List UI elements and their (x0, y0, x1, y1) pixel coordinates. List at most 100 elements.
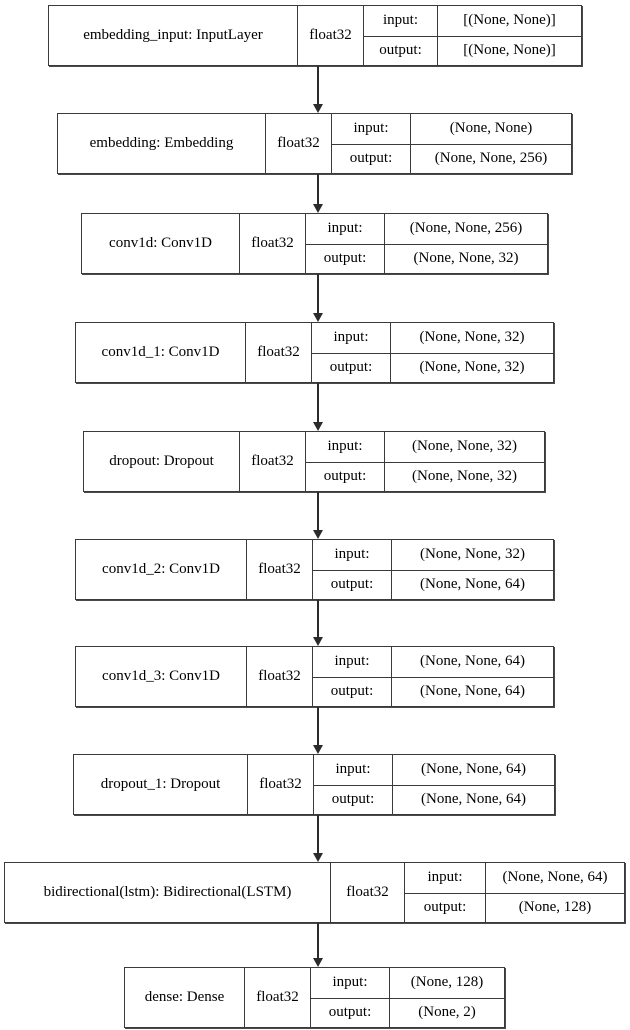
layer-output-row-conv1d_1: output:(None, None, 32) (312, 352, 553, 382)
layer-input-label-conv1d_3: input: (334, 653, 370, 670)
layer-input-row-dropout_1: input: (None, None, 64) (314, 755, 554, 785)
layer-dtype-conv1d_2: float32 (246, 540, 312, 599)
layer-input-shape-dropout_1: (None, None, 64) (392, 755, 554, 785)
layer-output-shape-dropout_1: (None, None, 64) (392, 785, 554, 814)
layer-input-row-conv1d_1: input: (None, None, 32) (312, 323, 553, 353)
arrow-head-icon (313, 853, 323, 862)
edge-line-icon (317, 383, 319, 423)
layer-output-label-dropout_1: output: (331, 791, 375, 808)
layer-input-row-embedding: input: (None, None) (332, 114, 571, 144)
layer-output-row-embedding_input: output: [(None, None)] (364, 35, 581, 65)
edge-conv1d-to-conv1d_1 (313, 274, 323, 322)
layer-dtype-dense: float32 (244, 968, 310, 1027)
layer-io-block-dropout_1: input: (None, None, 64) output: (None, None… (313, 755, 554, 814)
layer-output-shape-conv1d_3: (None, None, 64) (391, 677, 553, 706)
layer-io-block-dropout: input:(None, None, 32) output: (None, None… (305, 432, 544, 491)
arrow-head-icon (313, 958, 323, 967)
layer-output-label-bidirectional_lstm: output: (423, 899, 467, 916)
layer-input-shape-conv1d_1: (None, None, 32) (390, 323, 553, 353)
layer-output-row-dense: output: (None, 2) (311, 997, 504, 1027)
layer-output-label-embedding_input: output: (379, 42, 422, 59)
layer-io-block-conv1d_3: input: (None, None, 64) output: (None, None… (312, 647, 553, 706)
layer-output-label-embedding: output: (349, 150, 393, 167)
layer-name-conv1d: conv1d: Conv1D (109, 235, 212, 251)
edge-conv1d_2-to-conv1d_3 (313, 600, 323, 646)
layer-dtype-embedding_input: float32 (297, 6, 363, 65)
layer-dtype-conv1d_1: float32 (245, 323, 311, 382)
layer-output-shape-conv1d: (None, None, 32) (384, 244, 547, 273)
layer-output-shape-dropout: (None, None, 32) (384, 462, 544, 491)
layer-name-embedding_input: embedding_input: InputLayer (83, 27, 263, 43)
arrow-head-icon (313, 313, 323, 322)
arrow-head-icon (313, 204, 323, 213)
layer-input-shape-dense: (None, 128) (389, 968, 504, 998)
layer-input-row-embedding_input: input:[(None, None)] (364, 6, 581, 36)
layer-input-row-dropout: input:(None, None, 32) (306, 432, 544, 462)
layer-output-row-dropout_1: output: (None, None, 64) (314, 784, 554, 814)
layer-output-shape-embedding: (None, None, 256) (410, 144, 571, 173)
edge-embedding-to-conv1d (313, 174, 323, 213)
layer-output-row-bidirectional_lstm: output: (None, 128) (405, 892, 624, 922)
layer-input-shape-conv1d: (None, None, 256) (384, 214, 547, 244)
layer-output-label-dense: output: (328, 1004, 372, 1021)
edge-line-icon (317, 923, 319, 959)
layer-input-shape-bidirectional_lstm: (None, None, 64) (485, 863, 624, 893)
arrow-head-icon (313, 104, 323, 113)
layer-input-label-conv1d_1: input: (333, 329, 369, 346)
layer-output-label-dropout: output: (323, 468, 367, 485)
layer-input-row-conv1d_3: input: (None, None, 64) (313, 647, 553, 677)
layer-input-label-dropout: input: (327, 438, 363, 455)
layer-input-label-dropout_1: input: (335, 761, 371, 778)
layer-output-row-conv1d: output: (None, None, 32) (306, 243, 547, 273)
layer-input-row-conv1d: input: (None, None, 256) (306, 214, 547, 244)
layer-output-shape-conv1d_1: (None, None, 32) (390, 353, 553, 382)
edge-line-icon (317, 274, 319, 314)
layer-output-shape-embedding_input: [(None, None)] (437, 36, 581, 65)
layer-node-conv1d_2: conv1d_2: Conv1D float32 input: (None, None… (75, 539, 554, 600)
layer-io-block-conv1d: input: (None, None, 256) output: (None, Non… (305, 214, 547, 273)
edge-embedding_input-to-embedding (313, 66, 323, 113)
layer-input-shape-conv1d_2: (None, None, 32) (391, 540, 553, 570)
layer-output-label-conv1d: output: (323, 250, 367, 267)
layer-output-row-dropout: output: (None, None, 32) (306, 461, 544, 491)
layer-io-block-embedding_input: input:[(None, None)] output: [(None, None)… (363, 6, 581, 65)
layer-input-label-embedding: input: (353, 120, 389, 137)
layer-input-label-bidirectional_lstm: input: (427, 869, 463, 886)
edge-line-icon (317, 815, 319, 854)
arrow-head-icon (313, 530, 323, 539)
arrow-head-icon (313, 422, 323, 431)
layer-dtype-dropout_1: float32 (247, 755, 313, 814)
layer-io-block-embedding: input: (None, None) output: (None, None, 25… (331, 114, 571, 173)
layer-output-shape-dense: (None, 2) (389, 998, 504, 1027)
edge-conv1d_3-to-dropout_1 (313, 707, 323, 754)
layer-input-label-conv1d_2: input: (334, 546, 370, 563)
layer-node-conv1d_3: conv1d_3: Conv1D float32 input: (None, None… (75, 646, 554, 707)
layer-input-shape-embedding: (None, None) (410, 114, 571, 144)
layer-dtype-conv1d_3: float32 (246, 647, 312, 706)
layer-io-block-dense: input:(None, 128)output:(None, 2) (310, 968, 504, 1027)
layer-name-bidirectional_lstm: bidirectional(lstm): Bidirectional(LSTM) (43, 884, 292, 900)
edge-line-icon (317, 707, 319, 746)
edge-dropout_1-to-bidirectional_lstm (313, 815, 323, 862)
layer-name-conv1d_3: conv1d_3: Conv1D (102, 668, 220, 684)
layer-output-shape-bidirectional_lstm: (None, 128) (485, 893, 624, 922)
layer-input-row-bidirectional_lstm: input: (None, None, 64) (405, 863, 624, 893)
layer-output-label-conv1d_3: output: (330, 683, 374, 700)
layer-input-label-conv1d: input: (327, 220, 363, 237)
layer-name-conv1d_2: conv1d_2: Conv1D (102, 561, 220, 577)
edge-dropout-to-conv1d_2 (313, 492, 323, 539)
layer-output-row-conv1d_2: output:(None, None, 64) (313, 569, 553, 599)
layer-input-row-conv1d_2: input: (None, None, 32) (313, 540, 553, 570)
layer-name-conv1d_1: conv1d_1: Conv1D (101, 344, 220, 360)
layer-dtype-bidirectional_lstm: float32 (330, 863, 404, 922)
layer-input-shape-conv1d_3: (None, None, 64) (391, 647, 553, 677)
edge-conv1d_1-to-dropout (313, 383, 323, 431)
edge-line-icon (317, 174, 319, 205)
layer-io-block-bidirectional_lstm: input: (None, None, 64) output: (None, 128) (404, 863, 624, 922)
